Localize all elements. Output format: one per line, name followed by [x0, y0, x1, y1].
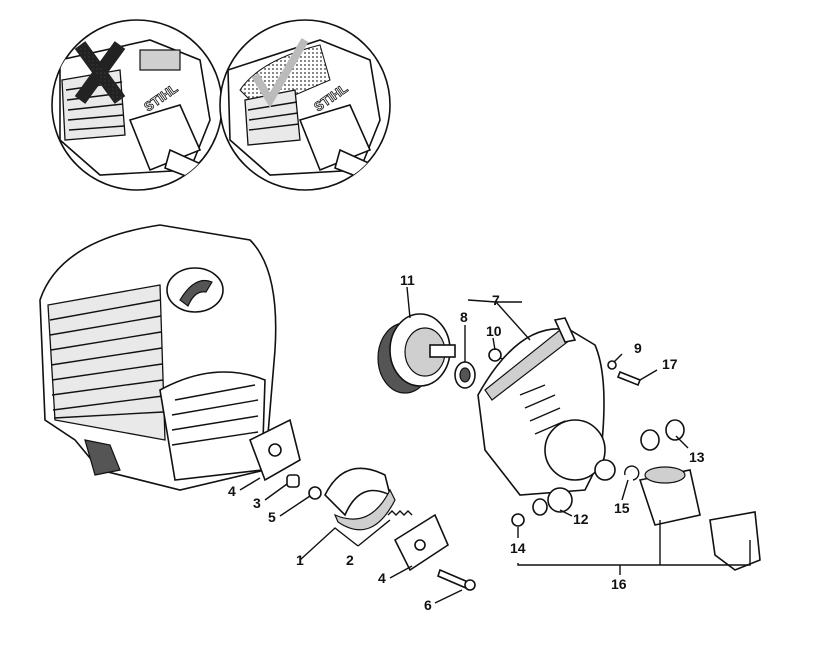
carrier-plate-lower [393, 513, 450, 572]
sleeve [286, 474, 300, 488]
callout-13: 13 [689, 449, 705, 465]
fan-housing [477, 317, 616, 496]
clutch-drum [377, 313, 456, 394]
callout-10: 10 [486, 323, 502, 339]
leader-lines [239, 286, 751, 604]
bushes-12 [532, 487, 573, 516]
callout-4-upper: 4 [228, 483, 236, 499]
clutch-shoes [324, 467, 396, 531]
circlip [624, 465, 640, 481]
engine-housing [39, 224, 277, 491]
carrier-plate-upper [248, 418, 301, 482]
callout-8: 8 [460, 309, 468, 325]
callout-12: 12 [573, 511, 589, 527]
spring [387, 510, 413, 516]
inset-correct: STIHL [219, 19, 391, 191]
washer [308, 486, 322, 500]
callout-17: 17 [662, 356, 678, 372]
callout-7: 7 [492, 292, 500, 308]
x-mark-icon [74, 41, 126, 104]
callout-6: 6 [424, 597, 432, 613]
callout-labels: 1 2 3 4 4 5 6 7 8 9 10 11 12 13 14 15 16… [228, 272, 705, 613]
callout-1: 1 [296, 552, 304, 568]
callout-9: 9 [634, 340, 642, 356]
screw-14 [511, 513, 525, 527]
sleeves-13 [640, 419, 685, 451]
fitting-16 [638, 466, 761, 571]
callout-11: 11 [400, 272, 415, 288]
callout-2: 2 [346, 552, 354, 568]
screw [437, 568, 476, 591]
callout-3: 3 [253, 495, 261, 511]
callout-15: 15 [614, 500, 630, 516]
nut [607, 360, 617, 370]
check-mark-icon [251, 37, 309, 108]
bolt [616, 370, 642, 387]
callout-16: 16 [611, 576, 627, 592]
callout-14: 14 [510, 540, 526, 556]
callout-5: 5 [268, 509, 276, 525]
ball-bearing [454, 361, 476, 389]
callout-4-lower: 4 [378, 570, 386, 586]
inset-incorrect: STIHL [51, 19, 223, 191]
